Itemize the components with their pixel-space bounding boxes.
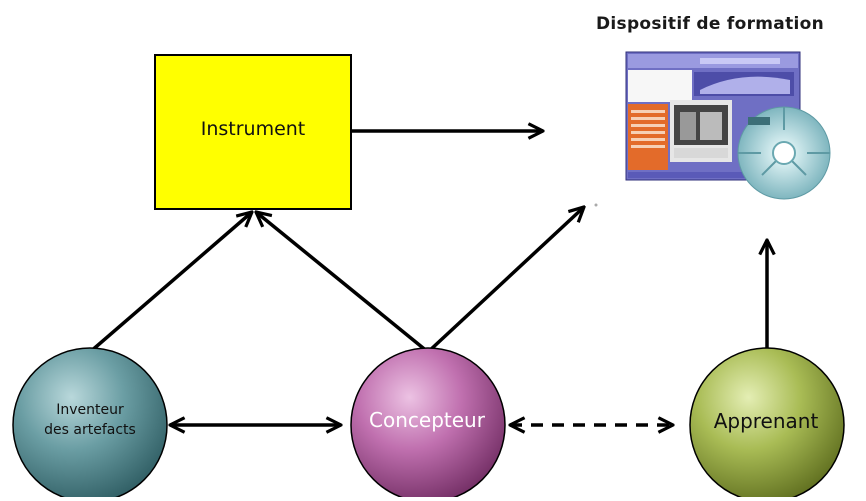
inventeur-label-line2: des artefacts <box>44 422 136 438</box>
inventeur-label: Inventeur des artefacts <box>15 400 165 440</box>
arrow-inventeur-to-instrument <box>88 212 252 354</box>
instrument-label: Instrument <box>200 118 306 140</box>
inventeur-circle <box>12 347 168 501</box>
arrow-concepteur-to-instrument <box>256 212 430 354</box>
training-materials-screenshot-and-cd-icon <box>625 51 831 200</box>
stray-dot <box>594 203 598 207</box>
arrow-concepteur-to-dispositif <box>426 207 584 354</box>
inventeur-label-line1: Inventeur <box>56 402 124 418</box>
concepteur-circle <box>350 347 506 501</box>
apprenant-circle <box>689 347 845 501</box>
dispositif-de-formation-title: Dispositif de formation <box>595 14 825 34</box>
apprenant-label: Apprenant <box>713 409 819 433</box>
instrument-box <box>154 54 352 210</box>
concepteur-label: Concepteur <box>369 408 485 432</box>
